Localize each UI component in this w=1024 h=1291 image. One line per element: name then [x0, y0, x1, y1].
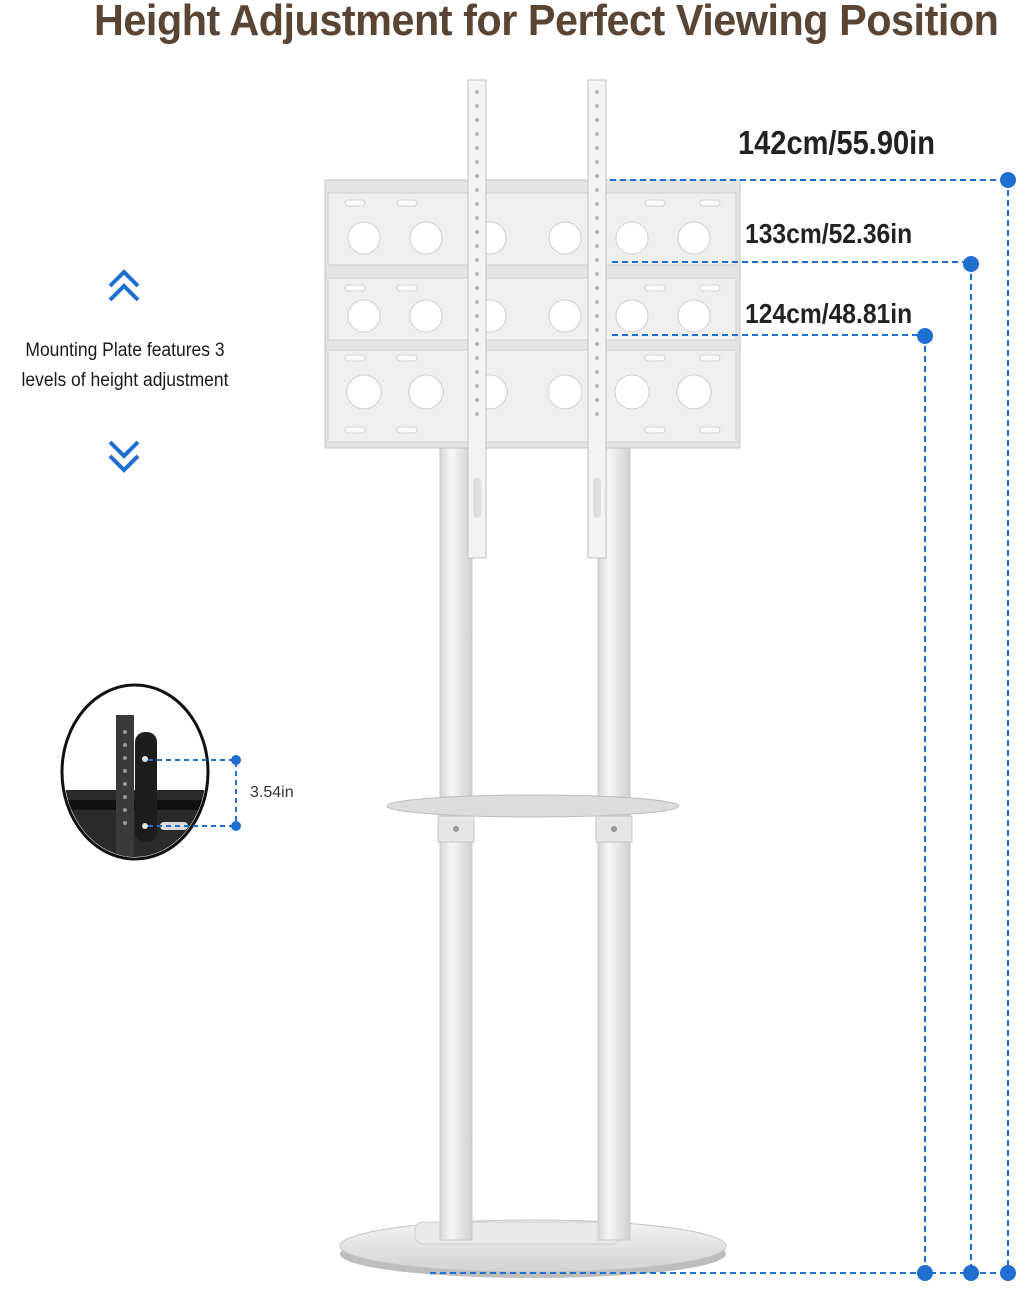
vesa-brackets	[467, 79, 607, 559]
hole-spacing-label: 3.54in	[250, 784, 294, 801]
double-chevron-up-icon	[108, 269, 140, 302]
height-label-mid: 133cm/52.36in	[745, 218, 913, 249]
height-label-max: 142cm/55.90in	[738, 124, 935, 161]
mounting-plate	[324, 179, 741, 449]
dimension-lines	[430, 179, 1009, 1274]
feature-line-1: Mounting Plate features 3	[25, 340, 225, 361]
feature-description: Mounting Plate features 3 levels of heig…	[10, 336, 240, 396]
stand-shelf	[386, 794, 680, 843]
inset-detail	[60, 683, 241, 861]
feature-line-2: levels of height adjustment	[21, 370, 229, 391]
height-label-min: 124cm/48.81in	[745, 298, 913, 329]
dimension-endpoints	[917, 172, 1016, 1281]
stand-base	[339, 1219, 727, 1278]
double-chevron-down-icon	[108, 440, 140, 473]
page-headline: Height Adjustment for Perfect Viewing Po…	[94, 0, 999, 45]
